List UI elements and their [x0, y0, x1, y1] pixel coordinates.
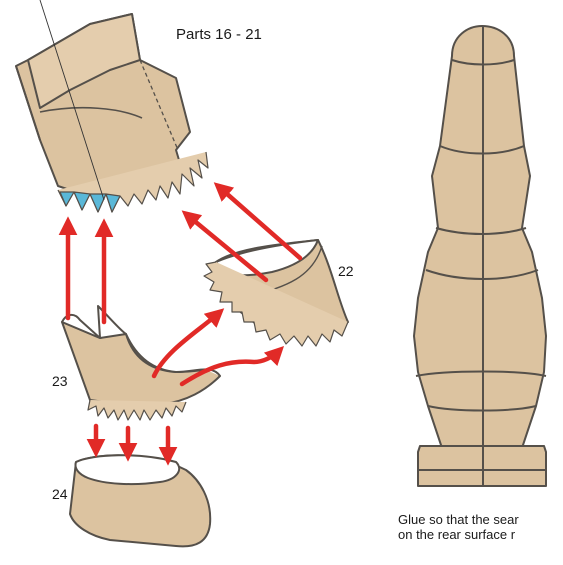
glue-instruction-line-2: on the rear surface r: [398, 527, 563, 542]
part-24-label: 24: [52, 486, 68, 502]
part-24: [70, 455, 210, 546]
part-22-label: 22: [338, 263, 354, 279]
part-23: [62, 306, 220, 420]
glue-instruction-line-1: Glue so that the sear: [398, 512, 563, 527]
part-23-label: 23: [52, 373, 68, 389]
diagram-title: Parts 16 - 21: [176, 27, 262, 43]
glue-instruction: Glue so that the sear on the rear surfac…: [398, 512, 563, 542]
assembled-leg: [414, 26, 546, 486]
part-22: [204, 240, 348, 346]
